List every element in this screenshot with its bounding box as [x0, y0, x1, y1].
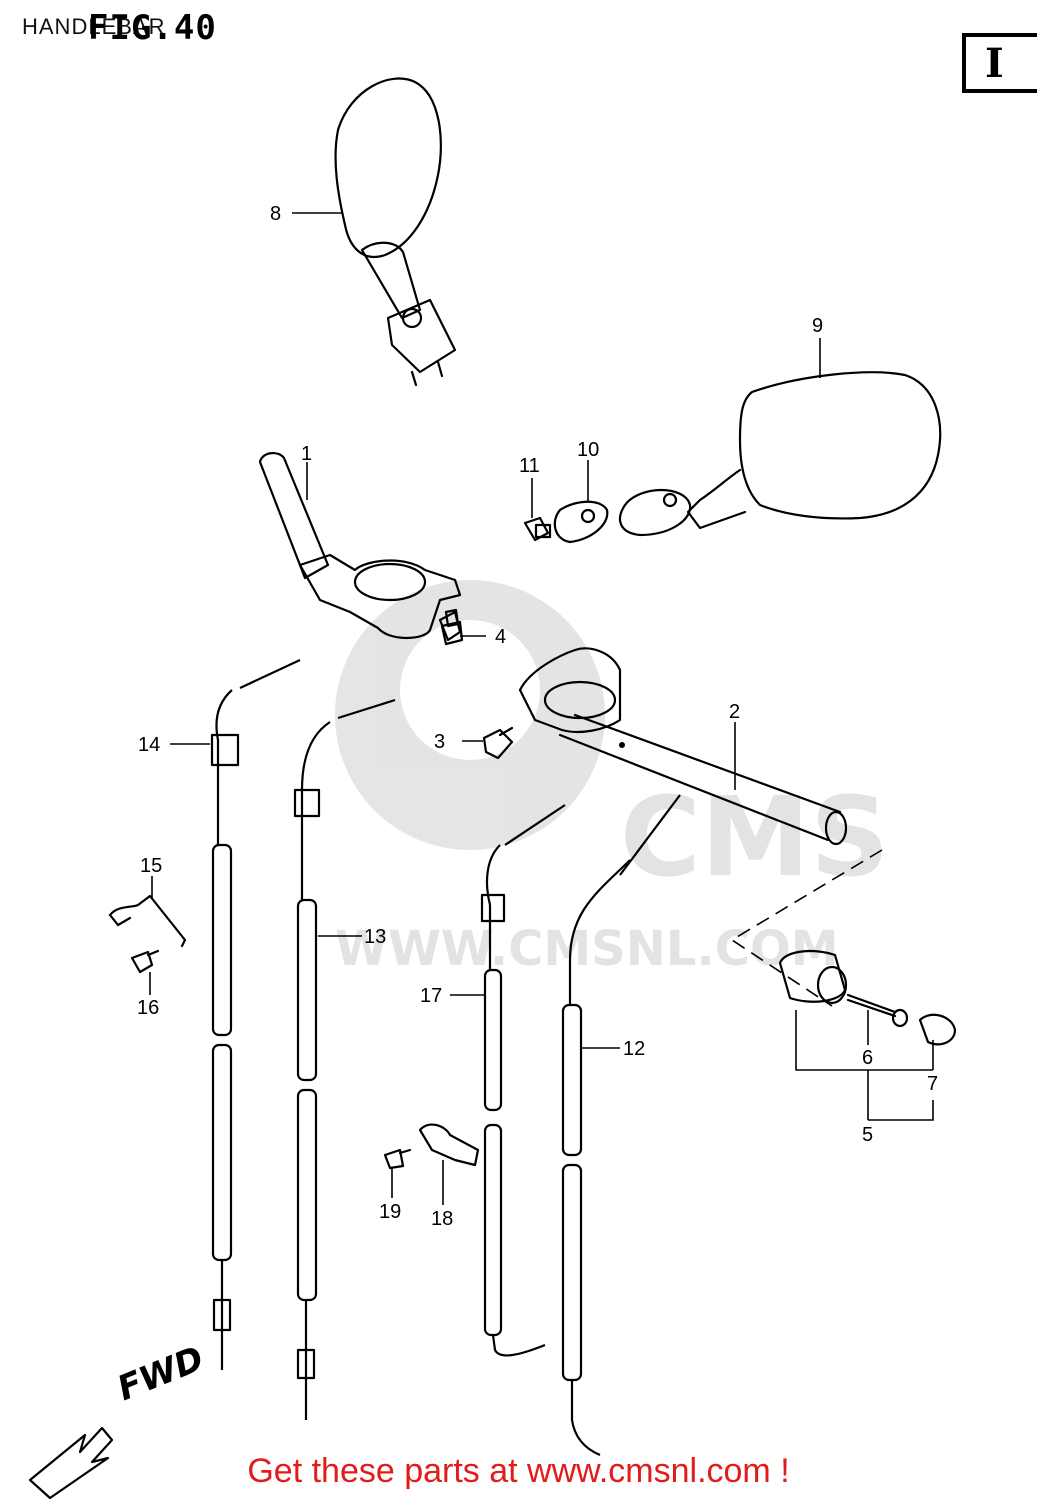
group-link-dashed [730, 849, 883, 1007]
callout-2: 2 [729, 701, 740, 723]
watermark-brand: CMS [620, 773, 889, 901]
part-4-bolt [440, 608, 464, 646]
callout-16: 16 [137, 997, 159, 1019]
callout-12: 12 [623, 1038, 645, 1060]
part-7-washer [918, 1013, 957, 1046]
callout-17: 17 [420, 985, 442, 1007]
callouts: 8 9 1 11 10 4 2 3 14 13 15 16 17 12 6 7 … [137, 203, 938, 1230]
part-14-throttle-cable [210, 659, 301, 1370]
part-3-bolt [482, 726, 514, 760]
callout-9: 9 [812, 315, 823, 337]
figure-label: FIG.40 [88, 8, 217, 48]
part-13-throttle-cable [293, 698, 396, 1420]
part-11-bolt [523, 516, 552, 542]
callout-4: 4 [495, 626, 506, 648]
part-1-handlebar-left [258, 452, 462, 642]
callout-13: 13 [364, 926, 386, 948]
leader-lines [149, 212, 934, 1205]
part-16-bolt [130, 949, 160, 974]
callout-1: 1 [301, 443, 312, 465]
part-5-balancer-assy [778, 949, 848, 1005]
part-12-clutch-cable [561, 794, 681, 1457]
section-mark: I [985, 40, 1004, 87]
callout-10: 10 [577, 439, 599, 461]
callout-3: 3 [434, 731, 445, 753]
part-9-mirror-right [618, 371, 942, 537]
callout-15: 15 [140, 855, 162, 877]
callout-6: 6 [862, 1047, 873, 1069]
part-15-clamp [108, 894, 187, 948]
callout-7: 7 [927, 1073, 938, 1095]
part-6-screw [846, 993, 909, 1028]
callout-11: 11 [519, 455, 540, 477]
callout-19: 19 [379, 1201, 401, 1223]
forward-arrow-icon [28, 1426, 114, 1500]
cms-watermark: CMS WWW.CMSNL.COM [335, 580, 889, 977]
page-title: HANDLEBAR [22, 14, 166, 39]
part-17-cable [480, 804, 566, 1357]
part-2-handlebar-right [518, 647, 848, 846]
part-18-clamp [418, 1123, 480, 1167]
shop-banner-link[interactable]: Get these parts at www.cmsnl.com ! [247, 1452, 790, 1490]
callout-14: 14 [138, 734, 160, 756]
part-8-mirror-left [334, 77, 457, 387]
watermark-face [400, 620, 540, 760]
callout-8: 8 [270, 203, 281, 225]
part-19-bolt [383, 1148, 412, 1170]
part-10-plate [553, 500, 609, 544]
callout-5: 5 [862, 1124, 873, 1146]
watermark-url: WWW.CMSNL.COM [335, 921, 839, 977]
callout-18: 18 [431, 1208, 453, 1230]
section-box [962, 33, 1037, 93]
